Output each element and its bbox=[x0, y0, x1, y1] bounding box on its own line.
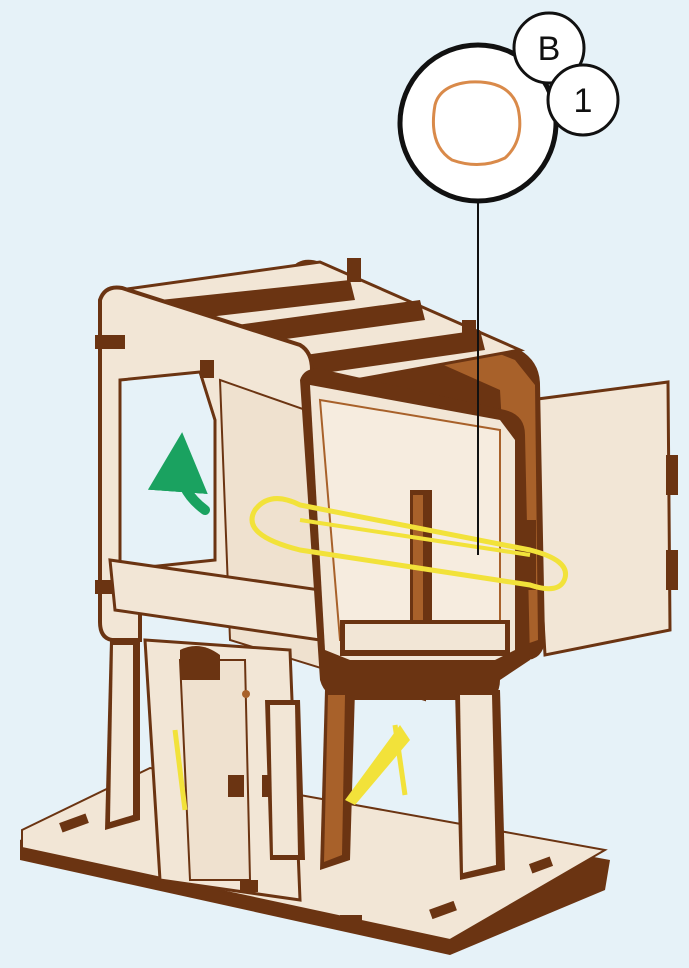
step-number: 1 bbox=[574, 82, 593, 120]
right-side-panel bbox=[530, 382, 678, 655]
step-number-badge: 1 bbox=[548, 65, 618, 135]
front-frame bbox=[300, 369, 536, 700]
step-letter: B bbox=[538, 30, 561, 68]
lower-box bbox=[145, 640, 305, 900]
